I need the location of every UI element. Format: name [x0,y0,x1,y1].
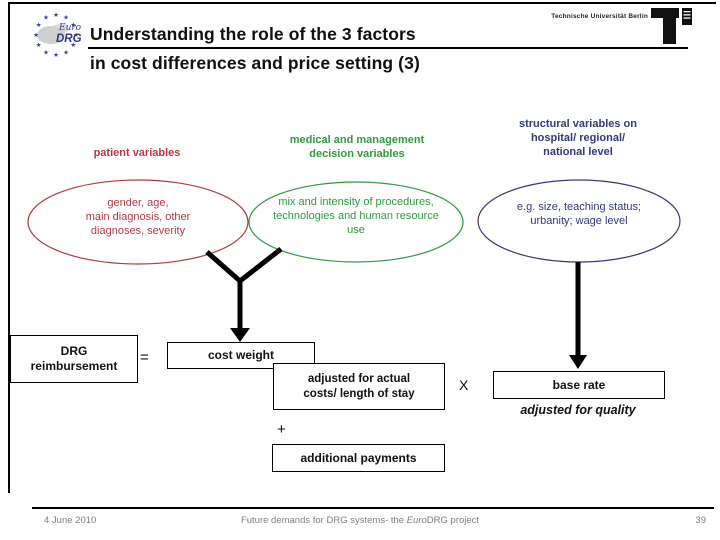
svg-text:★: ★ [36,41,42,49]
footer-caption: Future demands for DRG systems- the Euro… [0,515,720,526]
medical-ellipse-text: mix and intensity of procedures, technol… [273,196,439,236]
eu-stars-icon: ★★★ ★★★ ★★★ ★★★ Euro DRG [33,11,82,58]
svg-text:★: ★ [70,21,76,29]
tu-berlin-logo [651,6,693,46]
slide-border-top [8,2,716,4]
adjusted-actual-costs-box: adjusted for actual costs/ length of sta… [273,363,445,410]
svg-text:Euro: Euro [58,23,82,33]
svg-text:★: ★ [73,31,79,39]
merge-arrow [205,247,283,342]
structural-ellipse-text: e.g. size, teaching status; urbanity; wa… [516,201,642,227]
eurodrg-logo: ★★★ ★★★ ★★★ ★★★ Euro DRG [24,8,94,58]
svg-text:★: ★ [43,48,49,56]
footer-divider [32,507,714,509]
footer-caption-pre: Future demands for DRG systems- the [240,515,407,526]
base-rate-box: base rate [493,371,665,399]
plus-sign: + [277,421,286,438]
structural-arrow [569,262,587,369]
medical-variables-header: medical and management decision variable… [289,134,425,160]
footer-caption-euro: Euro [406,515,427,526]
svg-text:DRG: DRG [56,33,82,45]
svg-text:★: ★ [53,51,59,58]
svg-text:★: ★ [53,11,59,19]
svg-text:★: ★ [63,14,69,22]
footer-date: 4 June 2010 [44,515,97,526]
page-title-line1: Understanding the role of the 3 factors [90,24,416,44]
page-title-line2: in cost differences and price setting (3… [90,53,420,73]
footer-page-number: 39 [695,515,706,526]
patient-variables-header: patient variables [93,147,181,159]
svg-text:★: ★ [36,21,42,29]
structural-variables-header: structural variables on hospital/ region… [519,118,637,158]
svg-text:★: ★ [63,48,69,56]
svg-text:★: ★ [33,31,39,39]
drg-reimbursement-box: DRG reimbursement [10,335,138,383]
adjusted-for-quality-label: adjusted for quality [520,403,636,417]
patient-ellipse-text: gender, age, main diagnosis, other diagn… [85,197,191,237]
svg-text:★: ★ [43,14,49,22]
university-label: Technische Universität Berlin [551,13,648,20]
svg-text:★: ★ [70,41,76,49]
slide-border-left [8,2,10,493]
equals-sign: = [140,349,149,366]
additional-payments-box: additional payments [272,444,445,472]
footer-caption-post: DRG project [426,515,480,526]
title-underline [88,47,688,49]
multiply-sign: X [459,377,469,393]
